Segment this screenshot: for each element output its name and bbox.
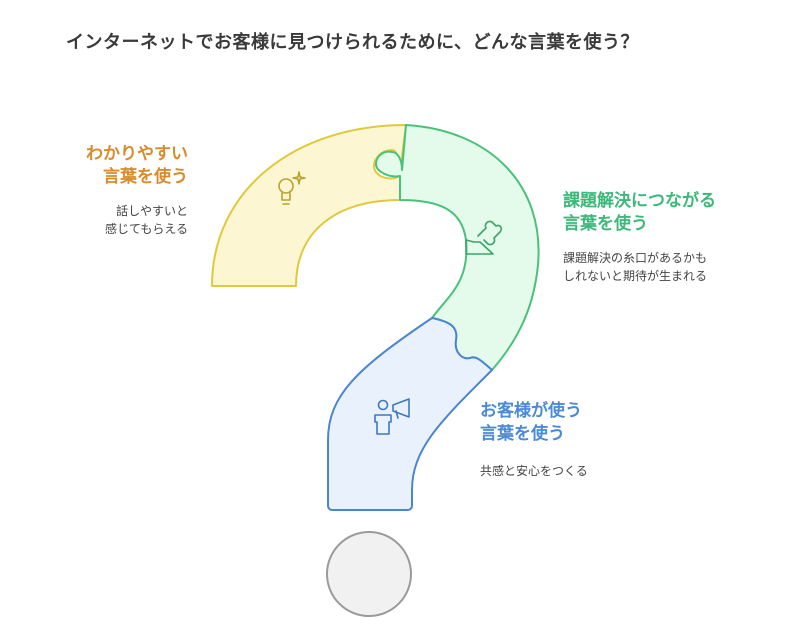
heading-line: 言葉を使う	[563, 214, 648, 234]
desc-line: 課題解決の糸口があるかも	[563, 251, 708, 265]
segment-green	[375, 124, 540, 371]
puzzle-hand-icon	[465, 220, 503, 255]
segment-blue	[327, 317, 493, 511]
heading-line: 言葉を使う	[480, 424, 565, 444]
page-title: インターネットでお客様に見つけられるために、どんな言葉を使う？	[66, 32, 639, 53]
heading-line: わかりやすい	[86, 144, 188, 164]
desc-line: しれないと期待が生まれる	[563, 269, 708, 283]
heading-line: 言葉を使う	[103, 167, 188, 187]
heading-easy-words: わかりやすい 言葉を使う	[40, 143, 188, 189]
heading-customer-words: お客様が使う 言葉を使う	[480, 400, 582, 446]
person-megaphone-icon	[374, 398, 410, 435]
desc-line: 感じてもらえる	[104, 222, 188, 236]
heading-line: 課題解決につながる	[563, 191, 716, 211]
desc-problem-solving-words: 課題解決の糸口があるかも しれないと期待が生まれる	[563, 249, 707, 285]
heading-problem-solving-words: 課題解決につながる 言葉を使う	[563, 190, 716, 236]
desc-customer-words: 共感と安心をつくる	[480, 462, 588, 480]
desc-line: 話しやすいと	[116, 204, 188, 218]
segment-yellow	[211, 124, 407, 287]
desc-easy-words: 話しやすいと 感じてもらえる	[40, 202, 188, 238]
desc-line: 共感と安心をつくる	[480, 464, 588, 478]
heading-line: お客様が使う	[480, 401, 582, 421]
lightbulb-sparkle-icon	[278, 171, 306, 205]
question-dot	[326, 531, 412, 617]
